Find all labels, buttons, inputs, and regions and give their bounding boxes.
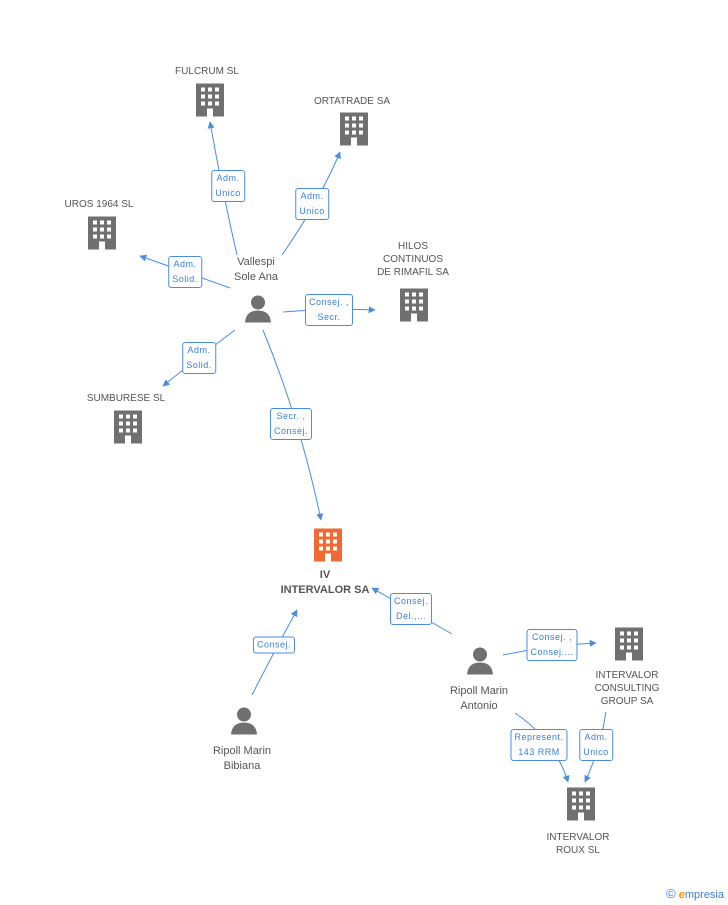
edge-label-antonio-roux: Represent. 143 RRM bbox=[510, 729, 568, 761]
edge-label-vallespi-uros: Adm. Solid. bbox=[168, 256, 202, 288]
edge-label-bibiana-iv: Consej. bbox=[252, 636, 296, 654]
company-label-fulcrum[interactable]: FULCRUM SL bbox=[175, 66, 239, 77]
building-icon-fulcrum bbox=[194, 83, 226, 122]
building-icon-hilos bbox=[398, 288, 430, 327]
building-icon-roux bbox=[565, 787, 597, 826]
edge-label-vallespi-hilos: Consej. , Secr. bbox=[304, 294, 354, 326]
building-icon-uros bbox=[86, 216, 118, 255]
person-label-vallespi[interactable]: Vallespi Sole Ana bbox=[233, 256, 279, 283]
building-icon-ortatrade bbox=[338, 112, 370, 151]
company-label-uros[interactable]: UROS 1964 SL bbox=[64, 199, 134, 210]
company-label-sumburese[interactable]: SUMBURESE SL bbox=[86, 393, 166, 404]
person-icon-ripoll-antonio bbox=[466, 647, 494, 680]
building-icon-sumburese bbox=[112, 410, 144, 449]
company-label-consulting[interactable]: INTERVALOR CONSULTING GROUP SA bbox=[594, 670, 660, 707]
edge-label-antonio-consulting: Consej. , Consej.... bbox=[526, 629, 578, 661]
company-label-hilos[interactable]: HILOS CONTINUOS DE RIMAFIL SA bbox=[377, 241, 449, 278]
edge-label-vallespi-fulcrum: Adm. Unico bbox=[211, 170, 245, 202]
company-label-roux[interactable]: INTERVALOR ROUX SL bbox=[546, 832, 610, 856]
building-icon-consulting bbox=[613, 627, 645, 666]
brand-initial: e bbox=[678, 889, 685, 901]
edge-label-vallespi-iv: Secr. , Consej. bbox=[269, 408, 313, 440]
empresia-logo[interactable]: © empresia bbox=[666, 886, 724, 901]
company-label-iv-intervalor[interactable]: IV INTERVALOR SA bbox=[280, 569, 370, 596]
person-label-ripoll-bibiana[interactable]: Ripoll Marin Bibiana bbox=[212, 745, 272, 772]
company-label-ortatrade[interactable]: ORTATRADE SA bbox=[313, 96, 391, 107]
edge-label-antonio-iv: Consej. Del.,... bbox=[389, 593, 433, 625]
edge-label-vallespi-sumburese: Adm. Solid. bbox=[182, 342, 216, 374]
edges bbox=[139, 121, 607, 783]
edge-label-consulting-roux: Adm. Unico bbox=[579, 729, 613, 761]
edge-label-vallespi-ortatrade: Adm. Unico bbox=[295, 188, 329, 220]
building-icon-iv-intervalor bbox=[312, 528, 344, 567]
person-icon-ripoll-bibiana bbox=[230, 707, 258, 740]
person-icon-vallespi bbox=[244, 295, 272, 328]
brand-name: mpresia bbox=[684, 889, 724, 901]
person-label-ripoll-antonio[interactable]: Ripoll Marin Antonio bbox=[449, 685, 509, 712]
copyright-symbol: © bbox=[666, 886, 676, 901]
